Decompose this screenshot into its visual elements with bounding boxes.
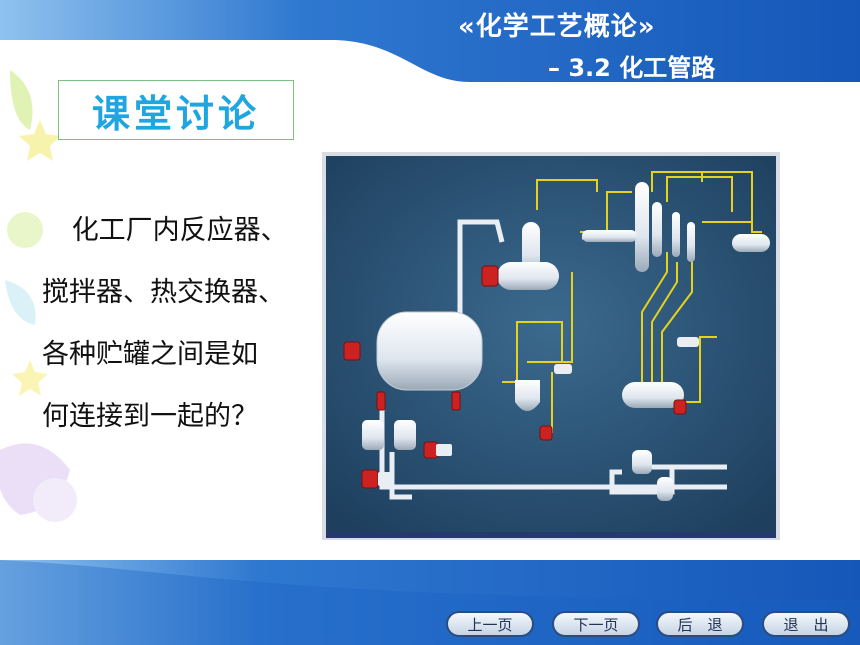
heater-coils <box>343 265 687 489</box>
decorative-flowers <box>0 70 77 522</box>
heading-box: 课堂讨论 <box>58 80 294 140</box>
reactor-vessel <box>376 311 483 391</box>
prev-page-button[interactable]: 上一页 <box>446 611 534 637</box>
footer-band <box>0 560 860 645</box>
question-line: 化工厂内反应器、 <box>71 215 288 246</box>
exit-button[interactable]: 退 出 <box>762 611 850 637</box>
question-line: 各种贮罐之间是如 <box>42 339 258 370</box>
receiver-drum <box>622 382 684 408</box>
back-button[interactable]: 后 退 <box>656 611 744 637</box>
question-line: 何连接到一起的？ <box>42 401 258 432</box>
separator-vessel <box>515 380 540 411</box>
process-diagram <box>322 152 780 540</box>
question-text: 化工厂内反应器、 搅拌器、热交换器、 各种贮罐之间是如 何连接到一起的？ <box>42 200 332 448</box>
course-title: «化学工艺概论» <box>458 12 656 42</box>
tower-vessel <box>635 182 649 272</box>
heading-text: 课堂讨论 <box>91 90 260 136</box>
header-band <box>0 0 860 82</box>
section-title: – 3.2 化工管路 <box>548 54 716 82</box>
small-drum <box>732 234 770 252</box>
question-line: 搅拌器、热交换器、 <box>42 277 285 308</box>
next-page-button[interactable]: 下一页 <box>552 611 640 637</box>
drum-vessel <box>497 262 559 290</box>
